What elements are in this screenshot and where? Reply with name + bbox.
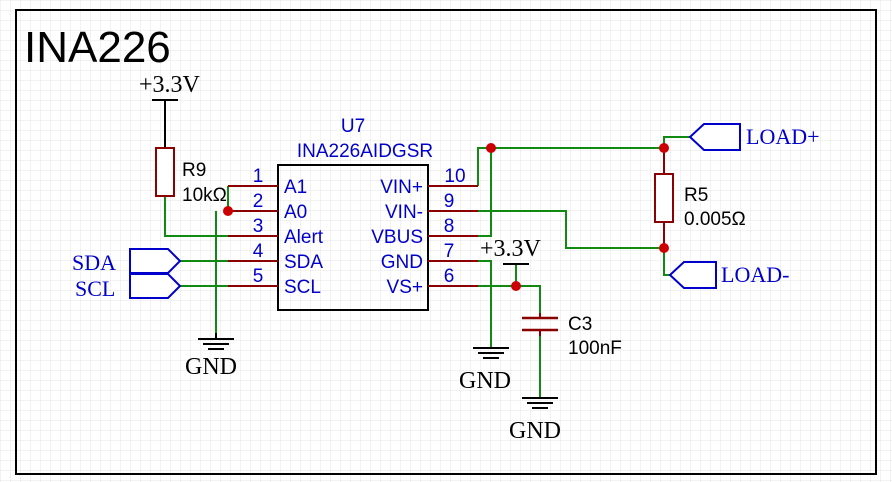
power-label-top-left: +3.3V xyxy=(139,72,201,98)
r5-value: 0.005Ω xyxy=(684,209,746,230)
capacitor-c3: C3 100nF xyxy=(522,313,622,359)
pin-name-vin-plus: VIN+ xyxy=(380,177,423,198)
junction-vs-plus xyxy=(511,281,521,291)
resistor-r5: R5 0.005Ω xyxy=(654,148,746,248)
c3-ref: C3 xyxy=(568,314,592,335)
junctions xyxy=(223,143,669,291)
resistor-r9: R9 10kΩ xyxy=(155,100,227,206)
sheet-title: INA226 xyxy=(24,23,171,72)
ic-u7: U7 INA226AIDGSR 1 2 3 4 5 A1 A0 xyxy=(228,116,478,311)
pin-name-vin-minus: VIN- xyxy=(385,202,423,223)
port-load-plus xyxy=(688,123,741,151)
junction-r5-bottom xyxy=(659,243,669,253)
ground-left xyxy=(198,333,234,350)
port-scl-shape xyxy=(129,273,182,299)
ground-left-label: GND xyxy=(185,354,237,380)
r5-body xyxy=(654,173,674,223)
pin-name-scl: SCL xyxy=(284,277,321,298)
pin-name-a0: A0 xyxy=(284,202,307,223)
ground-mid-label: GND xyxy=(459,368,511,394)
pin-name-vbus: VBUS xyxy=(371,227,423,248)
ic-body xyxy=(277,164,429,311)
wire-vbus xyxy=(478,148,492,237)
pin-number-7: 7 xyxy=(444,241,455,262)
pin-number-9: 9 xyxy=(444,191,455,212)
power-33v-top-left: +3.3V xyxy=(139,72,201,101)
junction-vbus xyxy=(486,143,496,153)
r9-ref: R9 xyxy=(182,160,206,181)
ground-right-label: GND xyxy=(509,418,561,444)
pin-number-4: 4 xyxy=(253,241,264,262)
port-load-minus-label: LOAD- xyxy=(721,262,789,287)
pin-number-6: 6 xyxy=(444,266,455,287)
port-load-plus-label: LOAD+ xyxy=(746,124,820,149)
port-sda-shape xyxy=(129,248,182,274)
r9-value: 10kΩ xyxy=(182,185,227,206)
wire-vin-minus xyxy=(478,210,670,276)
pin-name-a1: A1 xyxy=(284,177,307,198)
pin-name-sda: SDA xyxy=(284,252,323,273)
wire-gnd-pin7 xyxy=(478,260,492,348)
ic-right-pin-lines xyxy=(428,185,478,287)
ground-right xyxy=(522,397,558,409)
pin-name-gnd: GND xyxy=(381,252,423,273)
c3-value: 100nF xyxy=(568,338,622,359)
pin-number-1: 1 xyxy=(253,166,264,187)
power-33v-mid: +3.3V xyxy=(480,236,542,265)
pin-number-3: 3 xyxy=(253,216,264,237)
wire-vs-plus xyxy=(478,285,541,313)
port-load-minus-shape xyxy=(668,261,717,289)
port-scl-label: SCL xyxy=(75,276,115,301)
port-sda-label: SDA xyxy=(72,250,116,275)
pin-number-5: 5 xyxy=(253,266,264,287)
sheet-frame xyxy=(15,9,877,475)
pin-number-8: 8 xyxy=(444,216,455,237)
port-load-plus-shape xyxy=(688,123,741,151)
pin-number-10: 10 xyxy=(444,166,465,187)
ic-designator: U7 xyxy=(341,116,365,137)
pin-number-2: 2 xyxy=(253,191,264,212)
ic-left-pin-lines xyxy=(228,185,278,287)
ic-part-number: INA226AIDGSR xyxy=(297,141,433,162)
pin-name-vs-plus: VS+ xyxy=(387,277,423,298)
r9-body xyxy=(155,147,175,197)
port-scl xyxy=(129,273,182,299)
r5-ref: R5 xyxy=(684,185,708,206)
junction-r5-top xyxy=(659,143,669,153)
port-load-minus xyxy=(668,261,717,289)
power-label-mid: +3.3V xyxy=(480,236,542,262)
wire-r9-alert xyxy=(164,196,228,237)
ground-mid xyxy=(473,347,509,359)
pin-name-alert: Alert xyxy=(284,227,324,248)
port-sda xyxy=(129,248,182,274)
junction-a0 xyxy=(223,206,233,216)
